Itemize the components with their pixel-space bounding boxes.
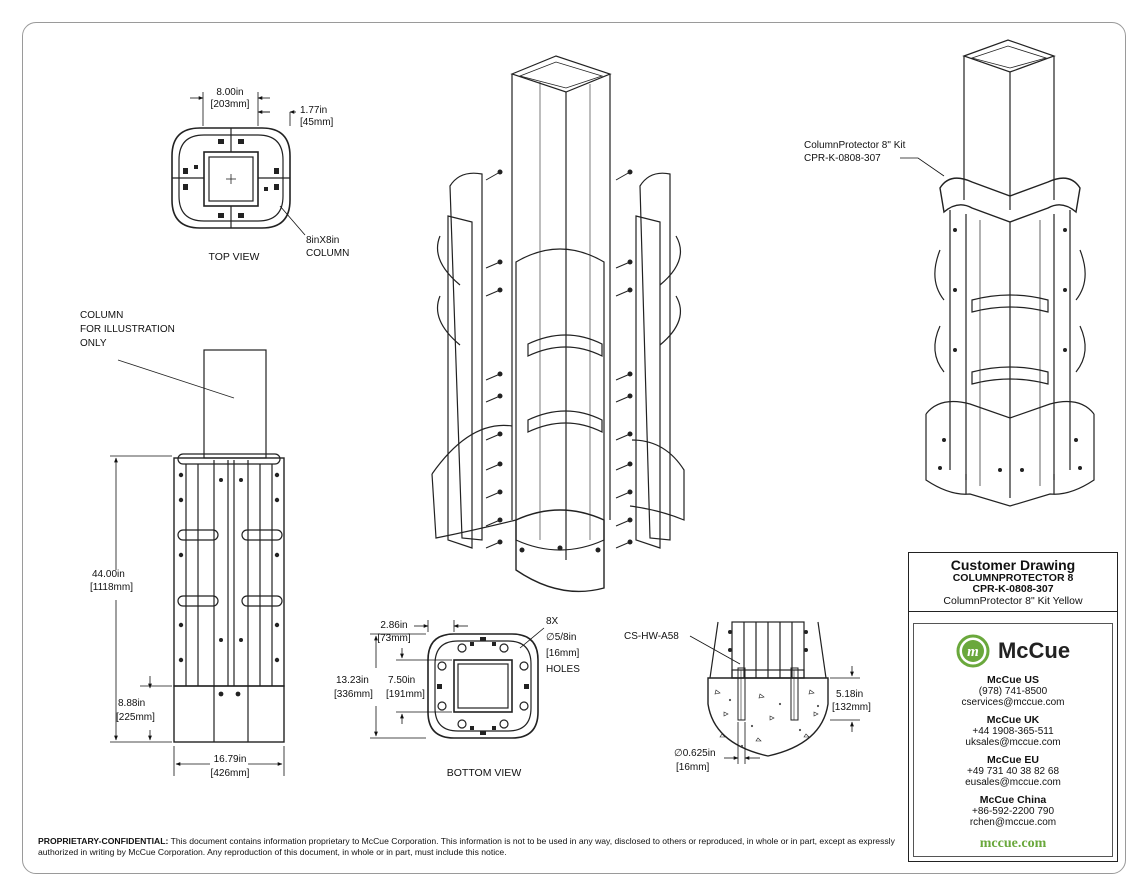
office-phone: +86-592-2200 790 <box>971 806 1055 817</box>
bottom-inner-in: 7.50in <box>388 675 415 686</box>
drawing-title: Customer Drawing <box>950 557 1076 573</box>
bottom-holes-3: [16mm] <box>546 648 580 659</box>
title-block-header: Customer Drawing COLUMNPROTECTOR 8 CPR-K… <box>909 553 1117 612</box>
side-height-mm: [1118mm] <box>90 582 133 593</box>
office-phone: (978) 741-8500 <box>978 686 1048 697</box>
office-email: rchen@mccue.com <box>969 817 1057 828</box>
iso-callout-line-2: CPR-K-0808-307 <box>804 153 881 164</box>
side-base-mm: [225mm] <box>116 712 155 723</box>
anchor-detail-dimensions <box>689 635 860 764</box>
top-gap-in: 1.77in <box>300 105 327 116</box>
bottom-holes-1: 8X <box>546 616 559 627</box>
bottom-inner-mm: [191mm] <box>386 689 425 700</box>
product-name: COLUMNPROTECTOR 8 <box>952 572 1074 584</box>
anchor-depth-mm: [132mm] <box>832 702 871 713</box>
office-email: uksales@mccue.com <box>965 737 1061 748</box>
assembled-isometric-view <box>925 39 1095 507</box>
brand-name: McCue <box>997 638 1071 663</box>
logo-letter: m <box>967 644 979 660</box>
website-link[interactable]: mccue.com <box>979 836 1047 851</box>
notice-label: PROPRIETARY-CONFIDENTIAL: <box>38 836 169 846</box>
drawing-sheet-border <box>22 22 1126 874</box>
office-name: McCue China <box>979 794 1047 806</box>
office-phone: +49 731 40 38 82 68 <box>966 766 1060 777</box>
side-view <box>117 349 285 743</box>
top-width-in: 8.00in <box>216 87 243 98</box>
part-number: CPR-K-0808-307 <box>972 583 1054 595</box>
anchor-depth-in: 5.18in <box>836 689 863 700</box>
bottom-overall-in: 13.23in <box>336 675 369 686</box>
side-width-mm: [426mm] <box>211 768 250 779</box>
office-uk: McCue UK +44 1908-365-511 uksales@mccue.… <box>914 714 1112 749</box>
bottom-overall-mm: [336mm] <box>334 689 373 700</box>
confidentiality-notice: PROPRIETARY-CONFIDENTIAL: This document … <box>38 836 898 858</box>
office-email: cservices@mccue.com <box>961 697 1065 708</box>
bottom-view-dimensions <box>370 620 545 739</box>
office-name: McCue EU <box>987 754 1039 766</box>
mccue-logo-icon: m <box>956 634 990 668</box>
company-contact-panel: m McCue McCue US (978) 741-8500 cservice… <box>913 623 1113 857</box>
notice-text: This document contains information propr… <box>38 836 895 857</box>
bottom-edge-in: 2.86in <box>380 620 407 631</box>
title-block: Customer Drawing COLUMNPROTECTOR 8 CPR-K… <box>908 552 1118 862</box>
exploded-isometric-view <box>431 55 685 593</box>
anchor-dia-in: ∅0.625in <box>674 748 716 759</box>
bottom-view <box>427 633 539 739</box>
side-base-in: 8.88in <box>118 698 145 709</box>
bottom-edge-mm: [73mm] <box>377 633 411 644</box>
anchor-detail <box>707 621 829 757</box>
mccue-logo: m McCue <box>914 634 1112 668</box>
top-view-dimensions <box>190 92 306 236</box>
top-gap-mm: [45mm] <box>300 117 334 128</box>
office-name: McCue US <box>987 674 1039 686</box>
top-width-mm: [203mm] <box>211 99 250 110</box>
office-email: eusales@mccue.com <box>965 777 1061 788</box>
top-column-label-2: COLUMN <box>306 248 349 259</box>
side-note-2: FOR ILLUSTRATION <box>80 324 175 335</box>
office-name: McCue UK <box>986 714 1040 726</box>
office-us: McCue US (978) 741-8500 cservices@mccue.… <box>914 674 1112 709</box>
iso-callout-line-1: ColumnProtector 8" Kit <box>804 140 906 151</box>
bottom-holes-4: HOLES <box>546 664 580 675</box>
top-view-caption: TOP VIEW <box>209 251 260 263</box>
side-note-3: ONLY <box>80 338 107 349</box>
top-column-label-1: 8inX8in <box>306 235 339 246</box>
side-height-in: 44.00in <box>92 569 125 580</box>
anchor-hardware: CS-HW-A58 <box>624 631 679 642</box>
top-view <box>171 127 291 229</box>
office-china: McCue China +86-592-2200 790 rchen@mccue… <box>914 794 1112 829</box>
bottom-view-caption: BOTTOM VIEW <box>447 767 522 779</box>
side-note-1: COLUMN <box>80 310 123 321</box>
side-view-dimensions <box>110 455 285 776</box>
iso-callout-leader <box>900 157 945 177</box>
office-eu: McCue EU +49 731 40 38 82 68 eusales@mcc… <box>914 754 1112 789</box>
product-description: ColumnProtector 8" Kit Yellow <box>943 595 1083 607</box>
bottom-holes-2: ∅5/8in <box>546 632 576 643</box>
anchor-dia-mm: [16mm] <box>676 762 710 773</box>
side-width-in: 16.79in <box>214 754 247 765</box>
office-phone: +44 1908-365-511 <box>972 726 1054 737</box>
